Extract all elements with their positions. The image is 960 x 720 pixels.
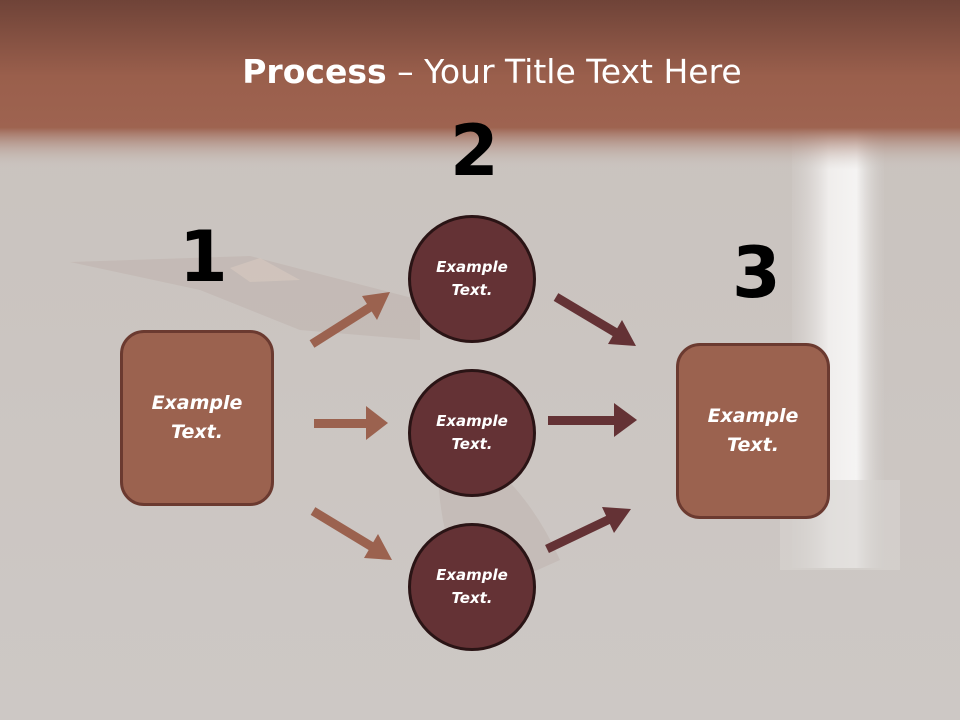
step-number-3: 3	[732, 232, 781, 314]
circle-top-text: Example Text.	[436, 258, 508, 299]
arrow-right-down	[553, 293, 636, 346]
circle-middle-text: Example Text.	[436, 412, 508, 453]
left-box: Example Text.	[120, 330, 274, 506]
slide-title: Process – Your Title Text Here	[0, 52, 960, 91]
title-bold: Process	[242, 52, 387, 91]
circle-bottom-text: Example Text.	[436, 566, 508, 607]
right-box-text: Example Text.	[707, 405, 799, 456]
left-box-text: Example Text.	[151, 392, 243, 443]
arrow-left-straight	[314, 406, 388, 440]
arrow-right-up	[545, 507, 631, 554]
circle-middle: Example Text.	[408, 369, 536, 497]
step-number-2: 2	[450, 110, 499, 192]
arrow-left-up	[309, 292, 390, 348]
arrow-right-straight	[548, 403, 637, 437]
right-box: Example Text.	[676, 343, 830, 519]
circle-bottom: Example Text.	[408, 523, 536, 651]
arrow-left-down	[310, 507, 392, 560]
circle-top: Example Text.	[408, 215, 536, 343]
title-rest: – Your Title Text Here	[386, 52, 742, 91]
step-number-1: 1	[179, 216, 228, 298]
